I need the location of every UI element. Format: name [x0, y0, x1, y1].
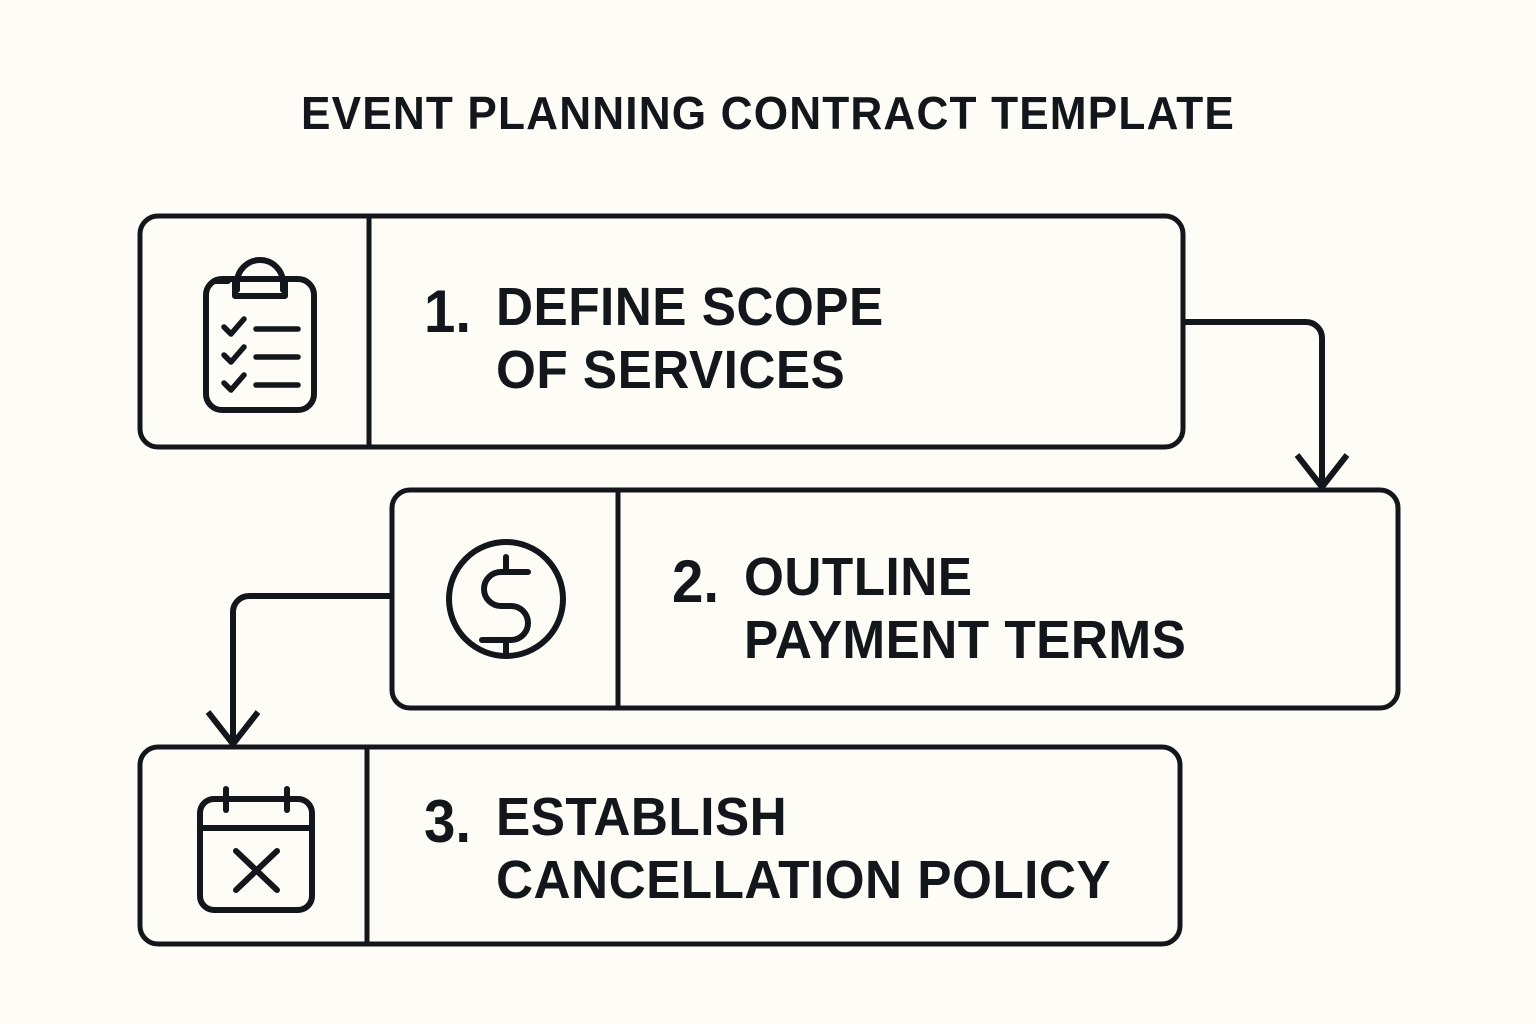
step-card-1[interactable] — [137, 213, 1186, 450]
connector-step2-to-step3 — [205, 593, 392, 749]
step-1-title: DEFINE SCOPE OF SERVICES — [496, 276, 884, 401]
step-2-number: 2. — [672, 548, 720, 615]
step-1-label: 1. DEFINE SCOPE OF SERVICES — [424, 276, 904, 401]
dollar-coin-icon — [446, 539, 566, 659]
step-2-title-line1: OUTLINE — [744, 547, 973, 607]
step-3-title: ESTABLISH CANCELLATION POLICY — [496, 786, 1111, 911]
calendar-cancel-icon — [197, 786, 315, 913]
step-1-number: 1. — [424, 278, 472, 345]
step-3-title-line1: ESTABLISH — [496, 787, 788, 847]
step-1-title-line1: DEFINE SCOPE — [496, 277, 884, 337]
step-3-label: 3. ESTABLISH CANCELLATION POLICY — [424, 786, 1144, 911]
step-2-title-line2: PAYMENT TERMS — [744, 609, 1187, 670]
step-3-number: 3. — [424, 788, 472, 855]
step-1-title-line2: OF SERVICES — [496, 339, 846, 400]
step-1-box[interactable] — [137, 213, 1186, 450]
step-2-label: 2. OUTLINE PAYMENT TERMS — [672, 546, 1210, 671]
clipboard-checklist-icon — [203, 257, 317, 413]
connector-step1-to-step2 — [1183, 319, 1350, 492]
step-2-title: OUTLINE PAYMENT TERMS — [744, 546, 1186, 671]
page-title: EVENT PLANNING CONTRACT TEMPLATE — [301, 87, 1235, 139]
step-3-box[interactable] — [137, 744, 1183, 947]
step-3-title-line2: CANCELLATION POLICY — [496, 849, 1112, 910]
step-card-3[interactable] — [137, 744, 1183, 947]
